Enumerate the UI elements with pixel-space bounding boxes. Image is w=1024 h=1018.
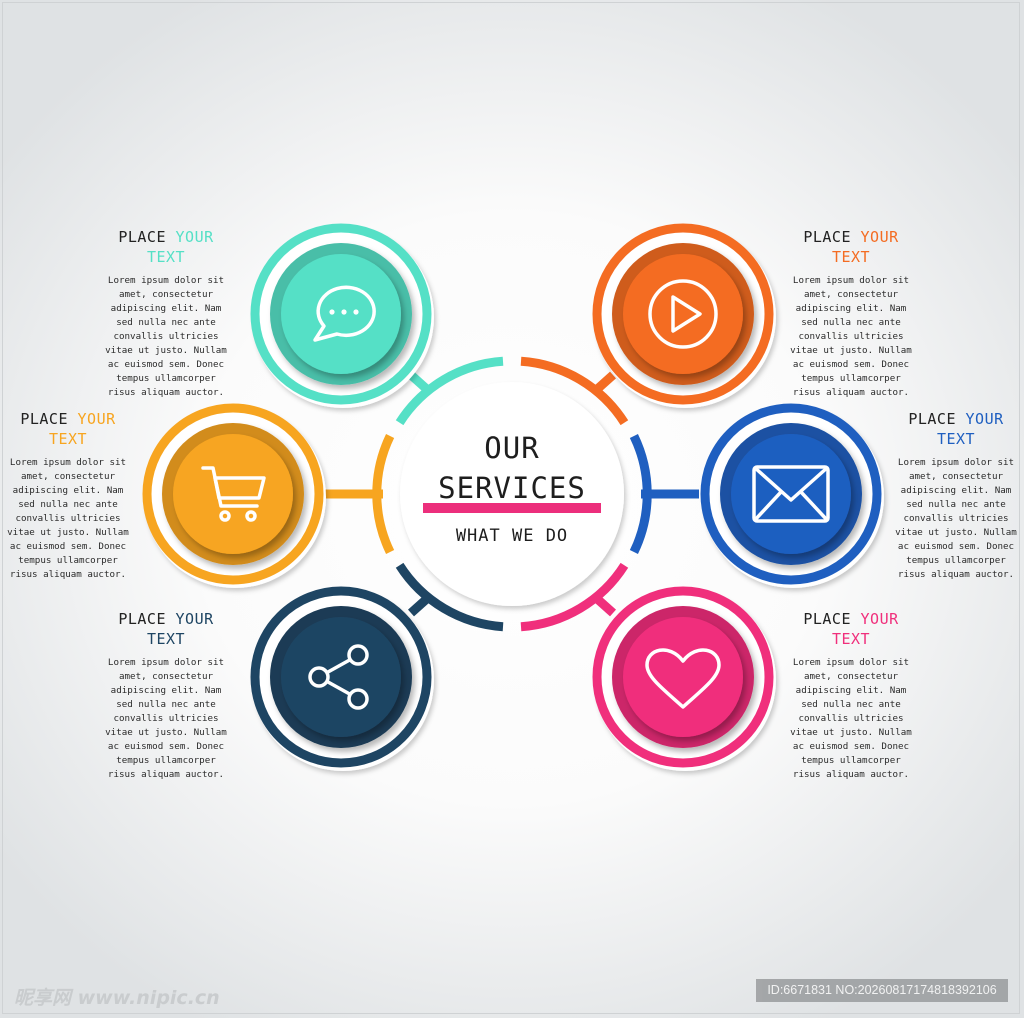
text-block-cart: PLACE YOUR TEXT Lorem ipsum dolor sit am… bbox=[4, 409, 132, 582]
text-block-share: PLACE YOUR TEXT Lorem ipsum dolor sit am… bbox=[102, 609, 230, 782]
connector-arc-pink bbox=[520, 562, 629, 632]
node-disc bbox=[281, 617, 401, 737]
heading-your: YOUR bbox=[175, 610, 214, 628]
body-text: Lorem ipsum dolor sit amet, consectetur … bbox=[790, 275, 912, 398]
center-accent-bar bbox=[423, 503, 601, 513]
center-circle bbox=[400, 382, 624, 606]
heading-place: PLACE bbox=[803, 228, 851, 246]
heading-your: YOUR bbox=[77, 410, 116, 428]
body-text: Lorem ipsum dolor sit amet, consectetur … bbox=[895, 457, 1017, 580]
node-disc bbox=[731, 434, 851, 554]
body-text: Lorem ipsum dolor sit amet, consectetur … bbox=[105, 275, 227, 398]
node-outer-ring bbox=[700, 403, 882, 585]
spoke-teal bbox=[407, 371, 434, 396]
connector-arc-teal bbox=[395, 356, 504, 426]
spoke-navy bbox=[407, 592, 434, 617]
connector-arc-navy bbox=[395, 562, 504, 632]
node-disc bbox=[623, 617, 743, 737]
body-text: Lorem ipsum dolor sit amet, consectetur … bbox=[105, 657, 227, 780]
share-icon bbox=[308, 644, 369, 710]
node-disc bbox=[173, 434, 293, 554]
node-outer-ring bbox=[142, 403, 324, 585]
text-block-chat: PLACE YOUR TEXT Lorem ipsum dolor sit am… bbox=[102, 227, 230, 400]
spoke-pink bbox=[590, 592, 617, 617]
heading-text: TEXT bbox=[831, 248, 871, 266]
connector-arc-red-orange bbox=[520, 356, 629, 426]
heading-place: PLACE bbox=[118, 228, 166, 246]
center-subtitle: WHAT WE DO bbox=[455, 526, 569, 546]
service-node-play[interactable] bbox=[592, 223, 776, 408]
heading-your: YOUR bbox=[175, 228, 214, 246]
heading-text: TEXT bbox=[146, 248, 186, 266]
heading-your: YOUR bbox=[860, 610, 899, 628]
text-block-heart: PLACE YOUR TEXT Lorem ipsum dolor sit am… bbox=[787, 609, 915, 782]
center-title-line2: SERVICES bbox=[438, 471, 586, 505]
shopping-cart-icon bbox=[201, 466, 266, 522]
node-disc bbox=[281, 254, 401, 374]
spoke-red-orange bbox=[590, 371, 617, 396]
text-block-play: PLACE YOUR TEXT Lorem ipsum dolor sit am… bbox=[787, 227, 915, 400]
body-text: Lorem ipsum dolor sit amet, consectetur … bbox=[790, 657, 912, 780]
service-node-mail[interactable] bbox=[700, 403, 884, 588]
heading-place: PLACE bbox=[908, 410, 956, 428]
node-disc bbox=[623, 254, 743, 374]
heading-text: TEXT bbox=[146, 630, 186, 648]
center-title-line1: OUR bbox=[484, 431, 540, 465]
chat-bubble-icon bbox=[313, 285, 376, 342]
play-icon bbox=[648, 279, 718, 349]
heart-icon bbox=[645, 648, 721, 709]
heading-place: PLACE bbox=[118, 610, 166, 628]
heading-your: YOUR bbox=[965, 410, 1004, 428]
heading-place: PLACE bbox=[20, 410, 68, 428]
service-node-share[interactable] bbox=[250, 586, 434, 771]
image-id-label: ID:6671831 NO:20260817174818392106 bbox=[756, 979, 1008, 1002]
service-node-cart[interactable] bbox=[142, 403, 326, 588]
heading-text: TEXT bbox=[936, 430, 976, 448]
site-logo: 昵享网 www.nipic.cn bbox=[14, 987, 220, 1009]
heading-your: YOUR bbox=[860, 228, 899, 246]
service-node-chat[interactable] bbox=[250, 223, 434, 408]
text-block-mail: PLACE YOUR TEXT Lorem ipsum dolor sit am… bbox=[892, 409, 1020, 582]
envelope-icon bbox=[752, 465, 830, 523]
service-node-heart[interactable] bbox=[592, 586, 776, 771]
node-outer-ring bbox=[592, 223, 774, 405]
node-outer-ring bbox=[250, 223, 432, 405]
body-text: Lorem ipsum dolor sit amet, consectetur … bbox=[7, 457, 129, 580]
node-outer-ring bbox=[250, 586, 432, 768]
node-outer-ring bbox=[592, 586, 774, 768]
heading-text: TEXT bbox=[831, 630, 871, 648]
heading-place: PLACE bbox=[803, 610, 851, 628]
heading-text: TEXT bbox=[48, 430, 88, 448]
